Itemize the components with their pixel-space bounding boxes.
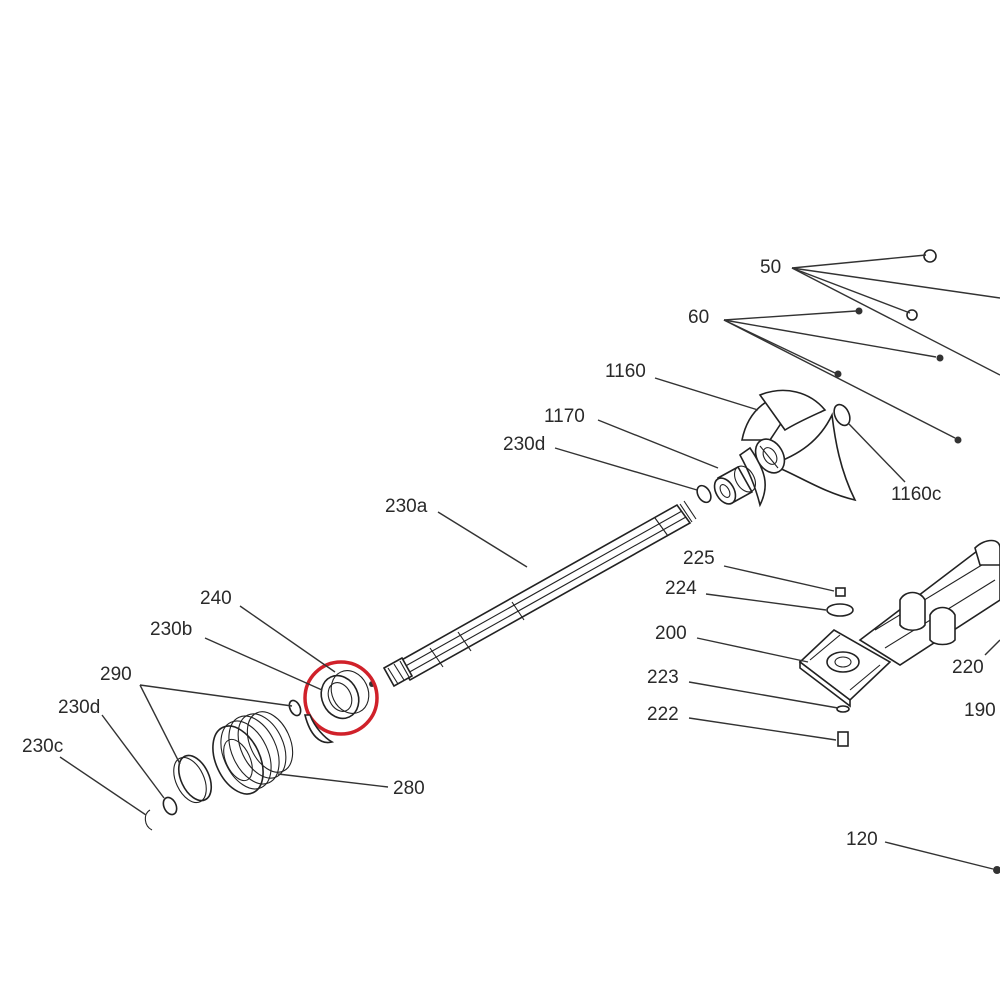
clip-230b [303, 714, 335, 744]
label-220: 220 [952, 657, 984, 678]
ring-230d-top [696, 484, 712, 504]
bolt-222 [837, 731, 849, 747]
label-230d-bottom: 230d [58, 697, 100, 718]
fastener-120 [993, 866, 1000, 874]
label-280: 280 [393, 778, 425, 799]
leader-lines [59, 254, 1000, 870]
label-230b: 230b [150, 619, 192, 640]
o-ring-1160c [833, 403, 851, 427]
washer-223 [836, 705, 850, 713]
label-230a: 230a [385, 496, 428, 517]
label-225: 225 [683, 548, 715, 569]
label-1160c: 1160c [891, 484, 941, 505]
label-222: 222 [647, 704, 679, 725]
label-60: 60 [688, 307, 709, 328]
label-1160: 1160 [605, 361, 646, 382]
ring-290-small [288, 699, 302, 717]
ring-240 [320, 670, 375, 720]
label-224: 224 [665, 578, 697, 599]
sleeve-1170 [713, 465, 757, 505]
bellows-280 [212, 711, 294, 795]
clamp-290 [177, 754, 213, 802]
label-1170: 1170 [544, 406, 585, 427]
label-223: 223 [647, 667, 679, 688]
washer-224 [826, 603, 854, 617]
label-240: 240 [200, 588, 232, 609]
label-230d-top: 230d [503, 434, 545, 455]
fasteners-60 [834, 307, 962, 444]
label-230c: 230c [22, 736, 63, 757]
label-190: 190 [964, 700, 996, 721]
label-200: 200 [655, 623, 687, 644]
pump-housing [858, 539, 1000, 666]
bracket-200 [798, 629, 892, 708]
labels: 50 60 1160 1170 230d 1160c 230a 225 224 … [22, 257, 996, 850]
drive-shaft [382, 500, 697, 688]
label-120: 120 [846, 829, 878, 850]
label-50: 50 [760, 257, 781, 278]
impeller [738, 389, 857, 508]
clip-230c [144, 809, 153, 831]
highlight-circle [303, 660, 379, 736]
ring-230d-bottom [162, 796, 178, 816]
nut-225 [835, 587, 846, 597]
label-290: 290 [100, 664, 132, 685]
